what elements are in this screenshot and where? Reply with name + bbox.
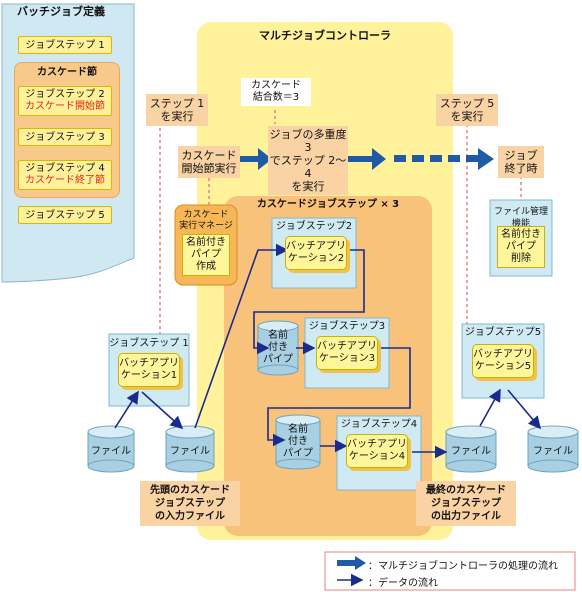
- file-2-label: ファイル: [170, 446, 210, 457]
- pipe1-label: 名前 付き パイプ: [263, 330, 293, 365]
- controller-title: マルチジョブコントローラ: [259, 29, 391, 42]
- flow-step1-label: ステップ 1 を実行: [146, 94, 208, 126]
- batch-def-cascade-title: カスケード節: [37, 67, 97, 78]
- file-manager-title: ファイル管理機能: [493, 207, 548, 229]
- file-cyl-3: [445, 425, 497, 473]
- legend-flow-arrow: [337, 556, 366, 570]
- app3: バッチアプリ ケーション3: [316, 336, 378, 370]
- cascade-step-title: カスケードジョブステップ × 3: [256, 199, 400, 210]
- batch-def-step1: ジョブステップ 1: [18, 36, 112, 54]
- pipe2-label: 名前 付き パイプ: [283, 424, 313, 459]
- legend-frame: [324, 551, 576, 591]
- js4-title: ジョブステップ4: [340, 419, 418, 430]
- batch-def-step2: ジョブステップ 2: [25, 89, 105, 100]
- batch-def-title: バッチジョブ定義: [17, 5, 105, 18]
- flow-multi-label: ジョブの多重度 3 でステップ 2～4 を実行: [268, 126, 348, 195]
- pipe1-cylinder: [257, 320, 299, 376]
- app2: バッチアプリ ケーション2: [285, 236, 347, 270]
- app1: バッチアプリ ケーション1: [118, 353, 180, 387]
- batch-def-step2-box: [18, 86, 112, 116]
- cascade-manager-action: 名前付き パイプ 作成: [182, 234, 230, 276]
- file-cyl-4: [527, 425, 579, 473]
- data-flow-arrows: [114, 243, 542, 459]
- legend-controller-flow: ：マルチジョブコントローラの処理の流れ: [368, 561, 558, 572]
- js2-title: ジョブステップ2: [275, 221, 353, 232]
- file-manager-action: 名前付き パイプ 削除: [497, 226, 545, 268]
- batch-def-step5: ジョブステップ 5: [18, 206, 112, 224]
- flow-step5-label: ステップ 5 を実行: [436, 94, 498, 126]
- cascade-count-label: カスケード 結合数＝3: [241, 78, 311, 106]
- batch-def-step3: ジョブステップ 3: [18, 128, 112, 146]
- batch-def-step4-box: [18, 160, 112, 190]
- batch-def-step4-note: カスケード終了節: [25, 175, 105, 186]
- flow-end-label: ジョブ 終了時: [498, 146, 544, 178]
- legend-data-flow: ：データの流れ: [368, 578, 438, 589]
- app4: バッチアプリ ケーション4: [346, 434, 408, 468]
- file-cyl-1: [87, 425, 135, 473]
- js5-title: ジョブステップ5: [464, 327, 542, 338]
- app5: バッチアプリ ケーション5: [472, 344, 534, 378]
- file-cyl-2: [165, 425, 215, 473]
- file-4-label: ファイル: [533, 446, 573, 457]
- file-3-label: ファイル: [451, 446, 491, 457]
- batch-def-step2-note: カスケード開始節: [25, 101, 105, 112]
- file-1-label: ファイル: [91, 446, 131, 457]
- flow-cascade-start-label: カスケード 開始節実行: [178, 146, 240, 178]
- js1-title: ジョブステップ 1: [109, 338, 189, 349]
- first-input-note: 先頭のカスケード ジョブステップ の入力ファイル: [140, 481, 240, 526]
- batch-def-step4: ジョブステップ 4: [25, 163, 105, 174]
- last-output-note: 最終のカスケード ジョブステップ の出力ファイル: [416, 481, 516, 526]
- controller-flow-arrows: [239, 148, 494, 170]
- js3-title: ジョブステップ3: [308, 321, 386, 332]
